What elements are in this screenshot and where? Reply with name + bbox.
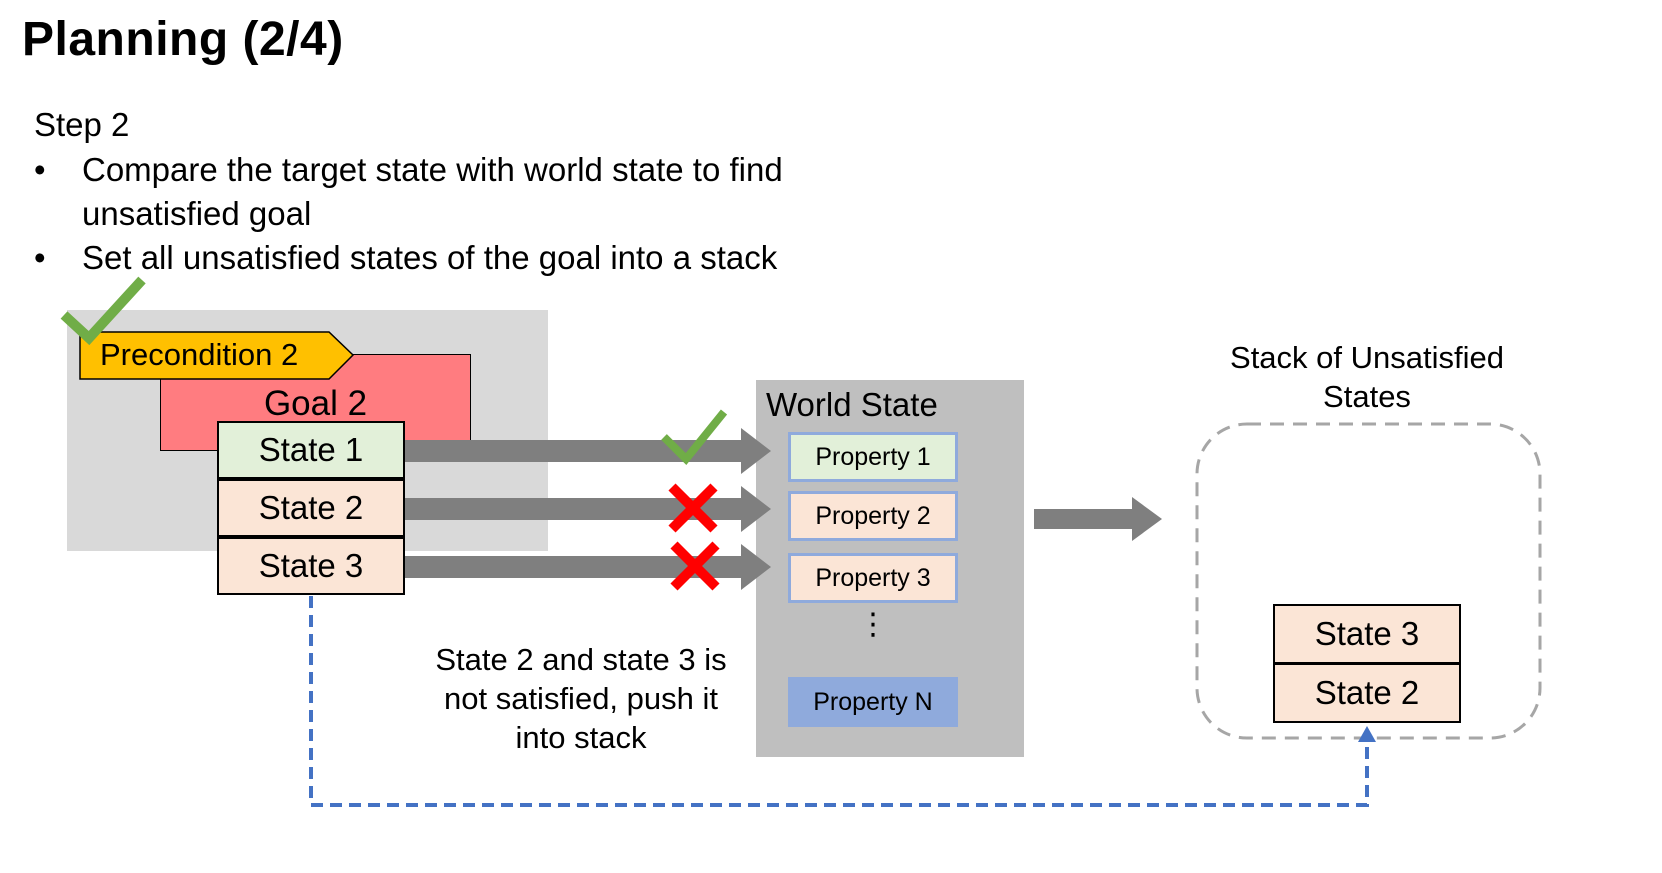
property-3: Property 3	[788, 553, 958, 603]
property-ellipsis: ⋮	[858, 608, 888, 641]
world-state-title: World State	[766, 386, 938, 423]
precondition-check-icon	[60, 276, 146, 346]
arrow-state1-property1	[405, 428, 771, 474]
step-heading: Step 2	[34, 106, 130, 143]
property-n: Property N	[788, 677, 958, 727]
page-title: Planning (2/4)	[22, 13, 344, 66]
bullet-dot: •	[34, 151, 46, 188]
stack-item-state-3: State 3	[1273, 604, 1461, 664]
state3-cross-icon	[670, 541, 720, 591]
state2-cross-icon	[668, 483, 718, 533]
bullet-dot: •	[34, 239, 46, 276]
goal-label: Goal 2	[263, 384, 368, 423]
stack-item-state-2: State 2	[1273, 663, 1461, 723]
push-to-stack-line	[309, 596, 1369, 807]
state1-check-icon	[661, 409, 728, 465]
goal-state-2: State 2	[217, 479, 405, 537]
property-1: Property 1	[788, 432, 958, 482]
goal-state-1: State 1	[217, 421, 405, 479]
precondition-tag	[79, 331, 355, 380]
property-2: Property 2	[788, 491, 958, 541]
bullet-text: Set all unsatisfied states of the goal i…	[82, 239, 778, 276]
goal-state-3: State 3	[217, 537, 405, 595]
bullet-text: Compare the target state with world stat…	[82, 151, 783, 232]
arrow-state3-property3	[405, 544, 771, 590]
push-arrowhead	[1358, 726, 1376, 742]
arrow-world-to-stack	[1034, 497, 1162, 541]
explanation-note: State 2 and state 3 is not satisfied, pu…	[435, 642, 727, 755]
stack-container	[1195, 422, 1542, 740]
arrow-state2-property2	[405, 486, 771, 532]
stack-title: Stack of Unsatisfied States	[1230, 340, 1504, 414]
precondition-label: Precondition 2	[100, 337, 299, 372]
